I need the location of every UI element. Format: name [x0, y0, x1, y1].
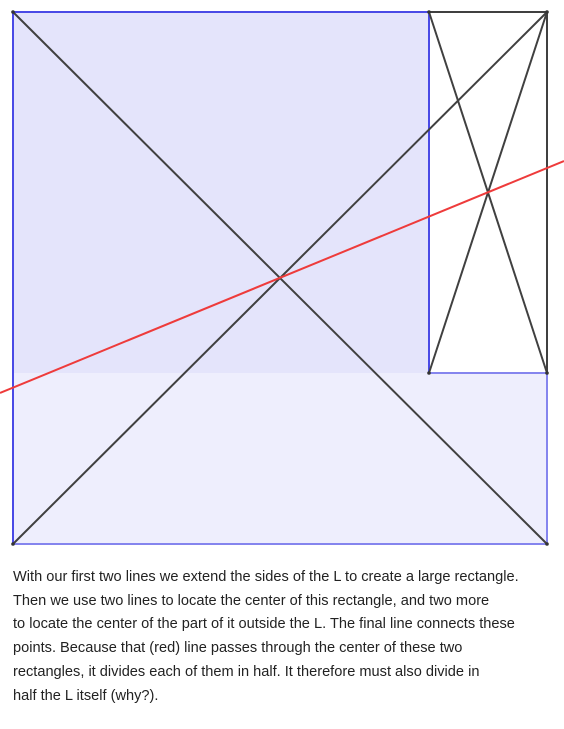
vertex-point: [427, 371, 431, 375]
red-bisector-line: [0, 160, 564, 394]
explanation-caption: With our first two lines we extend the s…: [13, 566, 558, 708]
vertex-point: [11, 10, 15, 14]
caption-line-6: half the L itself (why?).: [13, 687, 159, 704]
vertex-point: [545, 542, 549, 546]
caption-line-4: points. Because that (red) line passes t…: [13, 640, 463, 657]
caption-line-2: Then we use two lines to locate the cent…: [13, 592, 490, 609]
l-shape-lower-region: [13, 373, 547, 544]
caption-line-3: to locate the center of the part of it o…: [13, 616, 515, 633]
vertex-point: [427, 10, 431, 14]
caption-line-1: With our first two lines we extend the s…: [13, 569, 519, 585]
vertex-point: [545, 10, 549, 14]
l-shape-upper-region: [13, 12, 429, 373]
vertex-point: [545, 371, 549, 375]
caption-line-5: rectangles, it divides each of them in h…: [13, 663, 480, 680]
vertex-point: [11, 542, 15, 546]
l-shape-bisection-diagram: [0, 10, 564, 546]
